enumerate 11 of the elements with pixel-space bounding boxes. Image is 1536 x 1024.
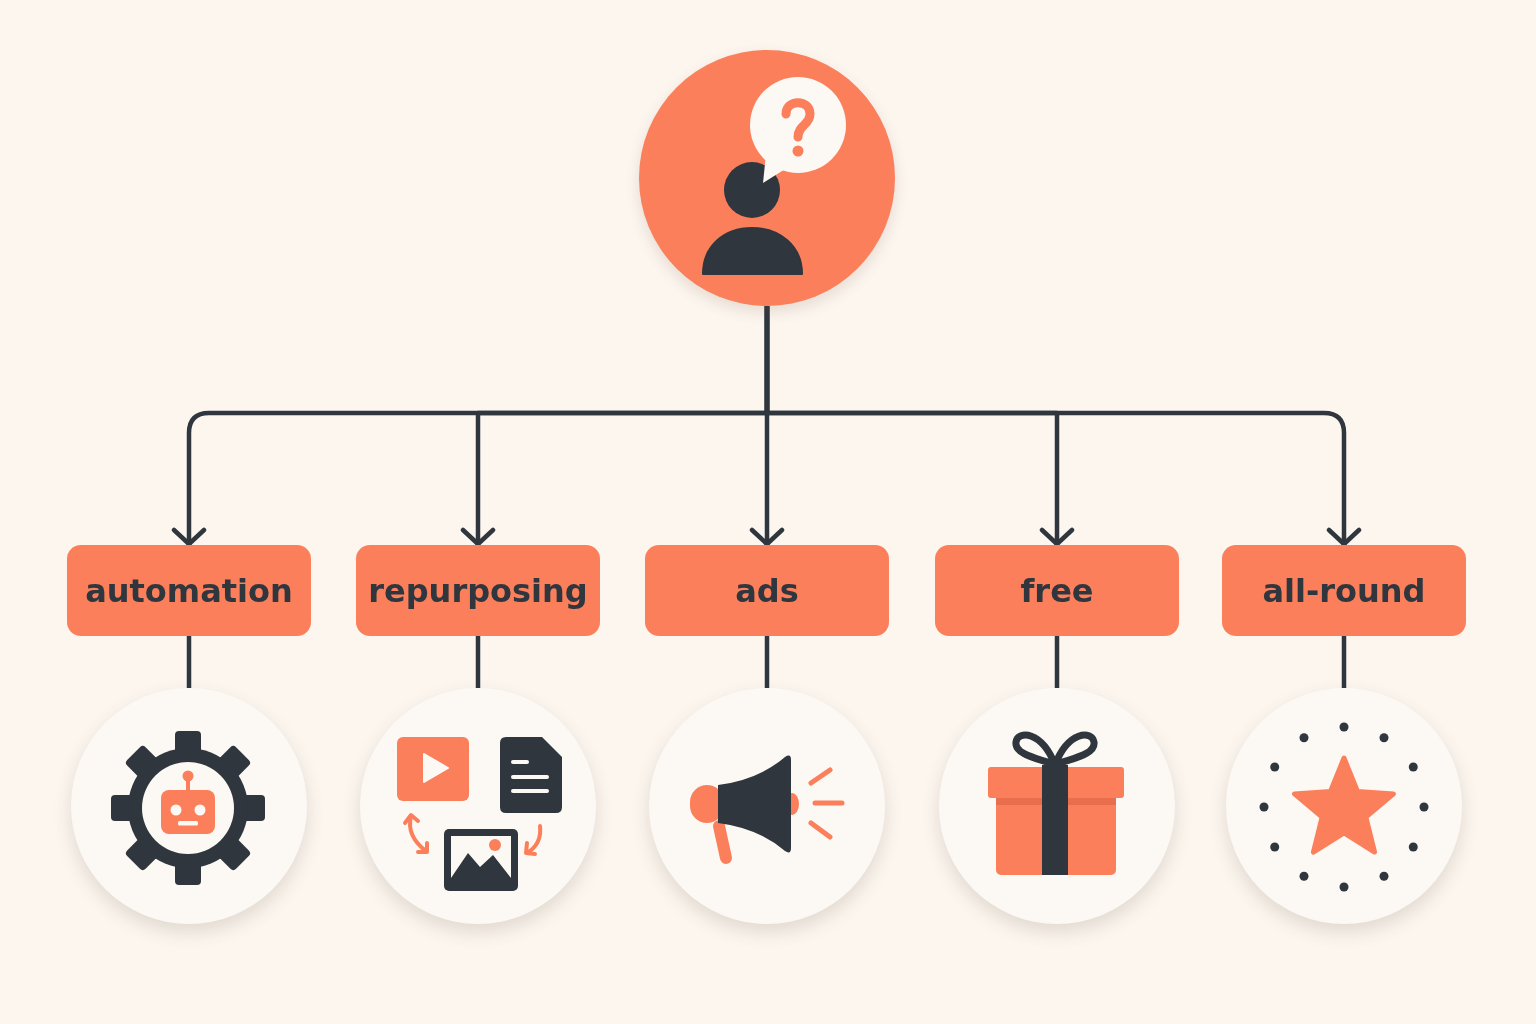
arrow — [764, 306, 1362, 547]
category-label: all-round — [1222, 545, 1466, 636]
connector-line — [1341, 636, 1347, 688]
connector-line — [764, 636, 770, 688]
category-label: repurposing — [356, 545, 600, 636]
category-label: ads — [645, 545, 889, 636]
connector-line — [186, 636, 192, 688]
connector-line — [475, 636, 481, 688]
category-label: automation — [67, 545, 311, 636]
category-label: free — [935, 545, 1179, 636]
connector-line — [1054, 636, 1060, 688]
